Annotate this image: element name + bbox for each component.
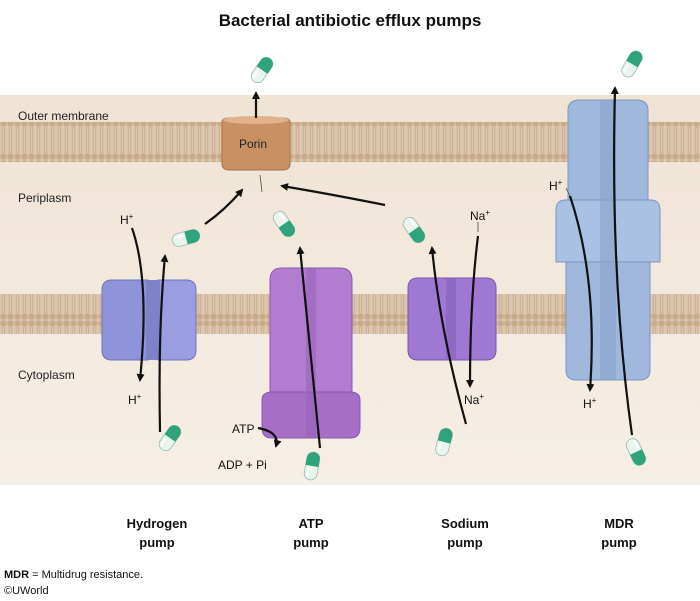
footnote-abbr: MDR — [4, 569, 30, 581]
sodium-pump-label-line1: Sodium — [441, 516, 489, 531]
guide-lines — [259, 174, 571, 232]
mdr-pump-protein — [555, 99, 661, 381]
periplasm-label: Periplasm — [18, 191, 72, 205]
sodium-ion-bottom: Na+ — [464, 392, 485, 407]
cytoplasm-label: Cytoplasm — [18, 368, 75, 382]
adp-pi-label: ADP + Pi — [218, 458, 267, 472]
sodium-to-porin-arrow — [280, 183, 386, 207]
hydrogen-ion-arrow — [130, 227, 145, 382]
antibiotic-capsule — [248, 54, 276, 86]
atp-pump-label-line1: ATP — [298, 516, 324, 531]
mdr-ion-bottom: H+ — [583, 396, 597, 411]
footnote: MDR = Multidrug resistance. — [4, 569, 143, 581]
diagram-title: Bacterial antibiotic efflux pumps — [218, 11, 482, 30]
sodium-drug-arrow — [428, 246, 468, 425]
porin-label: Porin — [238, 137, 267, 151]
sodium-pump-label: Sodium pump — [405, 514, 525, 552]
sodium-pump-protein — [407, 277, 497, 361]
atp-drug-arrow — [296, 246, 322, 449]
sodium-ion-top: Na+ — [470, 208, 491, 223]
hydrogen-ion-bottom: H+ — [128, 392, 142, 407]
copyright: ©UWorld — [4, 585, 49, 597]
mdr-drug-arrow — [610, 86, 634, 436]
hydrogen-to-porin-arrow — [204, 188, 244, 225]
atp-pump-label-line2: pump — [293, 535, 329, 550]
hydrogen-pump-label-line2: pump — [139, 535, 175, 550]
hydrogen-pump-protein — [101, 279, 197, 361]
mdr-ion-top: H+ — [549, 178, 563, 193]
footnote-text: = Multidrug resistance. — [29, 569, 144, 581]
sodium-pump-label-line2: pump — [447, 535, 483, 550]
sodium-ion-arrow — [466, 235, 480, 388]
atp-label: ATP — [232, 422, 255, 436]
porin-channel — [221, 116, 291, 171]
mdr-ion-arrow — [568, 195, 595, 392]
hydrogen-pump-label: Hydrogen pump — [97, 514, 217, 552]
antibiotic-capsule — [618, 48, 646, 80]
hydrogen-pump-label-line1: Hydrogen — [126, 516, 188, 531]
mdr-pump-label-line2: pump — [601, 535, 637, 550]
hydrogen-drug-arrow — [158, 254, 169, 433]
mdr-pump-label: MDR pump — [559, 514, 679, 552]
flow-arrows — [130, 86, 634, 449]
mdr-pump-label-line1: MDR — [604, 516, 634, 531]
atp-pump-label: ATP pump — [251, 514, 371, 552]
atp-hydrolysis-arrow — [257, 426, 282, 448]
hydrogen-ion-top: H+ — [120, 212, 134, 227]
outer-membrane-label: Outer membrane — [18, 109, 109, 123]
